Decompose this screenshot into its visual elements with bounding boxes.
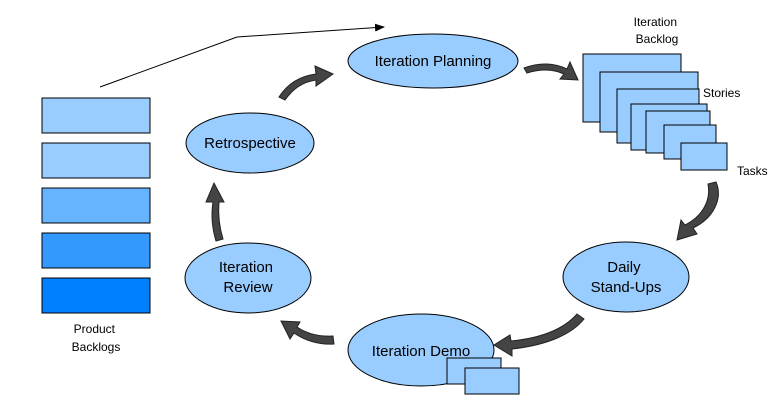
retrospective-label: Retrospective [204, 135, 296, 152]
backlog-item-1 [41, 97, 151, 134]
iteration-review-label: Iteration Review [219, 259, 277, 296]
demo-to-review-arrow [280, 320, 335, 345]
iteration-planning-label: Iteration Planning [375, 53, 492, 70]
daily-standups-label: Daily Stand-Ups [591, 259, 662, 296]
backlog-item-4 [41, 232, 151, 269]
retrospective-node [185, 112, 315, 174]
daily-standups-label-line2: Stand-Ups [591, 279, 662, 296]
product-backlogs-label-line2: Backlogs [72, 340, 121, 354]
backlog-item-5 [41, 277, 151, 314]
task-sheet-2 [680, 142, 728, 171]
iteration-review-node [184, 242, 312, 314]
iteration-review-label-line2: Review [223, 279, 272, 296]
retro-to-planning-arrow [278, 65, 335, 101]
daily-standups-label-line1: Daily [607, 259, 641, 276]
tasks-label: Tasks [737, 164, 768, 178]
planning-to-backlog-arrow [523, 60, 579, 81]
demo-artifacts [446, 357, 520, 395]
backlog-to-standups-arrow [676, 181, 719, 241]
iteration-backlog-stack [582, 53, 728, 171]
iteration-demo-label: Iteration Demo [372, 343, 470, 360]
daily-standups-node [562, 241, 690, 313]
product-backlogs-label-line1: Product [74, 322, 116, 336]
iteration-backlog-label-line2: Backlog [636, 32, 679, 46]
backlog-to-planning-line [99, 23, 385, 88]
backlog-item-2 [41, 142, 151, 179]
review-to-retro-arrow [205, 181, 225, 242]
iteration-backlog-label-line1: Iteration [634, 15, 677, 29]
iteration-backlog-label: Iteration Backlog [634, 15, 681, 46]
product-backlogs-label: Product Backlogs [72, 322, 121, 354]
demo-artifact-2 [464, 367, 520, 395]
backlog-item-3 [41, 187, 151, 224]
standups-to-demo-arrow [493, 313, 585, 357]
iteration-planning-node [347, 33, 519, 89]
iteration-review-label-line1: Iteration [219, 259, 273, 276]
stories-label: Stories [703, 86, 740, 100]
product-backlog-stack [41, 97, 151, 314]
